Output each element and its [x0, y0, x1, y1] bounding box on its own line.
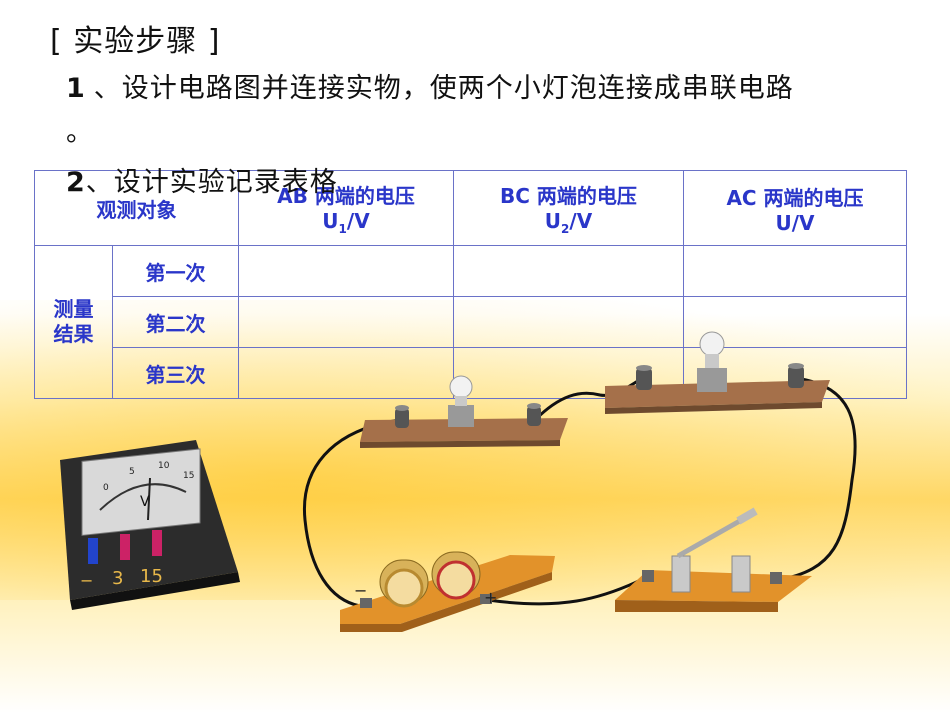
cell-empty[interactable]: [683, 245, 907, 297]
row-label: 第二次: [112, 296, 239, 348]
cell-empty[interactable]: [453, 296, 684, 348]
cell-empty[interactable]: [683, 296, 907, 348]
group-label: 测量 结果: [34, 245, 113, 399]
header-corner: 观测对象: [34, 170, 239, 246]
cell-empty[interactable]: [453, 245, 684, 297]
cell-empty[interactable]: [453, 347, 684, 399]
step-1-number: 1: [66, 73, 86, 104]
cell-empty[interactable]: [683, 347, 907, 399]
row-label: 第一次: [112, 245, 239, 297]
step-1: 1、设计电路图并连接实物，使两个小灯泡连接成串联电路: [66, 66, 794, 105]
cell-empty[interactable]: [238, 296, 454, 348]
header-bc: BC 两端的电压 U2/V: [453, 170, 684, 246]
step-1-continuation: 。: [66, 117, 93, 148]
step-2-text: 、设计实验记录表格: [85, 167, 338, 198]
step-2-number: 2: [66, 167, 86, 198]
step-1-text: 、设计电路图并连接实物，使两个小灯泡连接成串联电路: [93, 73, 794, 104]
row-label: 第三次: [112, 347, 239, 399]
section-heading: [ 实验步骤 ]: [50, 24, 221, 59]
header-ac: AC 两端的电压 U/V: [683, 170, 907, 246]
record-table: 观测对象 AB 两端的电压 U1/V BC 两端的电压 U2/V AC 两端的电…: [34, 170, 907, 399]
cell-empty[interactable]: [238, 245, 454, 297]
step-2: 2、设计实验记录表格: [66, 160, 338, 199]
cell-empty[interactable]: [238, 347, 454, 399]
